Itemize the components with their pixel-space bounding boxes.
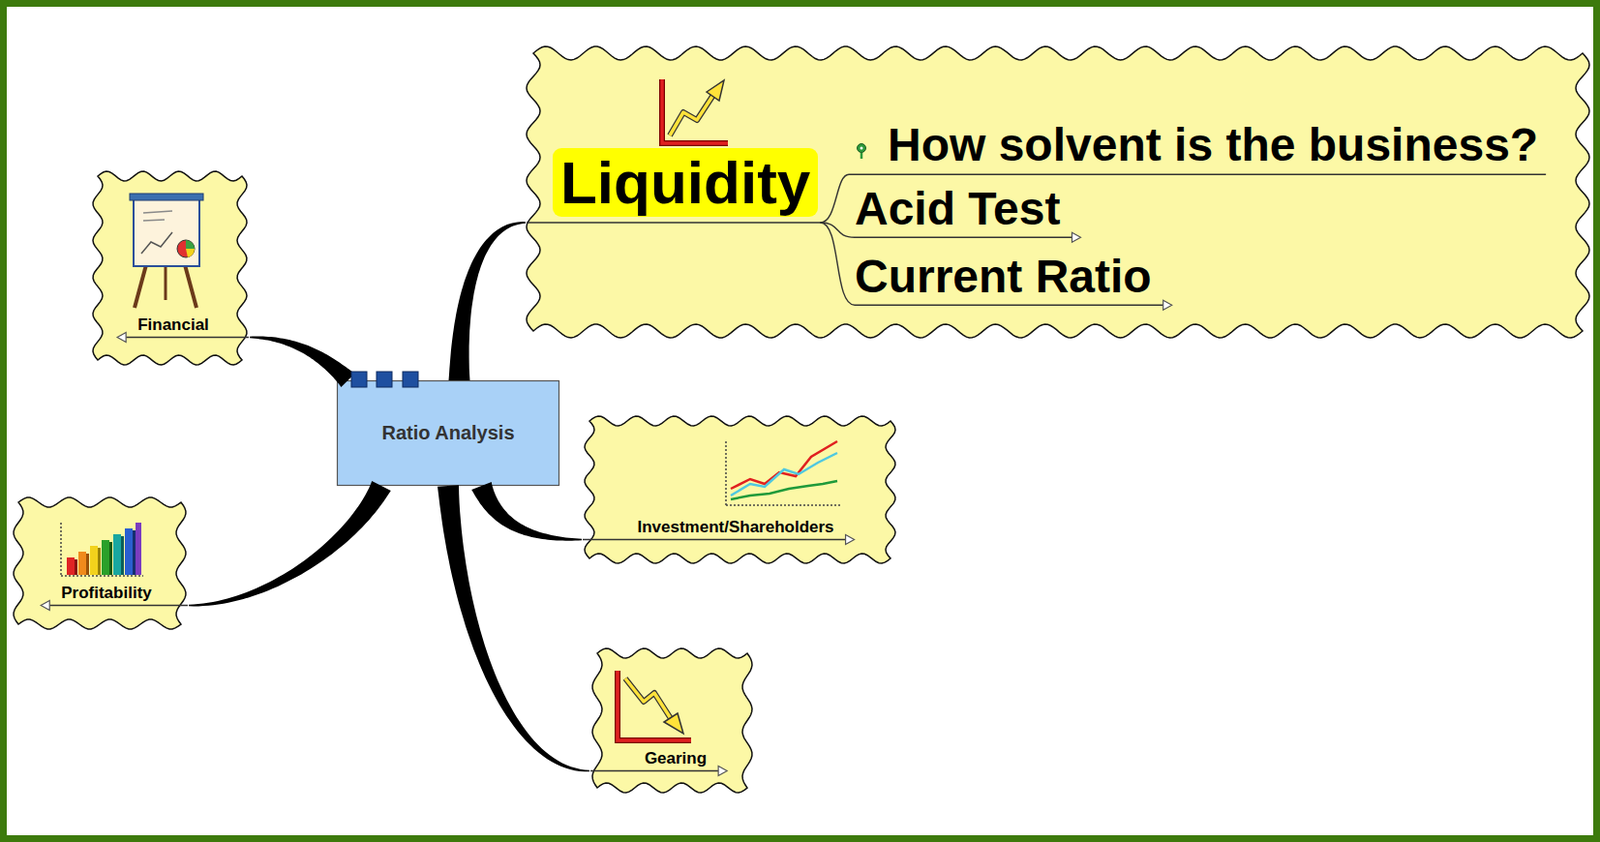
question-note: How solvent is the business? — [887, 118, 1539, 172]
node-outline — [589, 645, 755, 796]
cloud-fill — [592, 648, 753, 793]
cloud-fill — [92, 171, 247, 365]
branch-underline — [526, 221, 820, 224]
topic-label: Ratio Analysis — [381, 422, 514, 445]
branch-label: Investment/Shareholders — [636, 517, 834, 538]
branch-underline — [590, 770, 719, 772]
branch-underline — [582, 539, 846, 541]
branch-connector — [249, 336, 356, 389]
branch-cloud: Gearing — [589, 645, 755, 796]
branch-underline — [819, 222, 1163, 305]
sub-branch-label: Acid Test — [854, 181, 1060, 236]
branch-connector — [188, 481, 392, 606]
chart-down-icon — [617, 670, 692, 741]
node-outline — [581, 413, 899, 567]
cloud-fill — [13, 497, 186, 630]
line-chart-icon — [725, 441, 841, 506]
note-marker — [857, 144, 867, 160]
branch-label: Gearing — [644, 749, 707, 769]
branch-connector — [437, 484, 590, 772]
branch-label: Profitability — [60, 583, 152, 604]
handle-squares — [351, 371, 419, 388]
chart-up-icon — [662, 79, 728, 144]
arrow-tip — [1071, 232, 1081, 242]
branch-underline — [49, 604, 188, 606]
branch-cloud: Financial — [90, 168, 250, 368]
cloud-fill — [584, 416, 896, 564]
topic-fill — [337, 381, 560, 486]
arrow-tip — [718, 766, 727, 777]
branch-title: Liquidity — [552, 148, 818, 217]
easel-icon — [129, 193, 204, 308]
topic-box: Ratio Analysis — [336, 380, 560, 486]
node-outline — [90, 168, 250, 368]
branch-label: Financial — [137, 315, 210, 335]
arrow-tip — [845, 535, 855, 545]
sub-branch-label: Current Ratio — [854, 249, 1152, 303]
branch-connector — [471, 482, 582, 542]
node-outline — [10, 494, 189, 633]
branch-underline — [125, 336, 249, 338]
bar-chart-icon — [60, 522, 144, 576]
branch-connector — [449, 221, 527, 381]
branch-cloud: Investment/Shareholders — [581, 413, 899, 567]
arrow-tip — [40, 601, 50, 611]
arrow-tip — [117, 332, 126, 343]
cloud-fill — [526, 46, 1590, 338]
branch-cloud: Liquidity How solvent is the business? Aci… — [525, 45, 1591, 339]
arrow-tip — [1163, 300, 1173, 310]
branch-cloud: Profitability — [10, 494, 189, 633]
